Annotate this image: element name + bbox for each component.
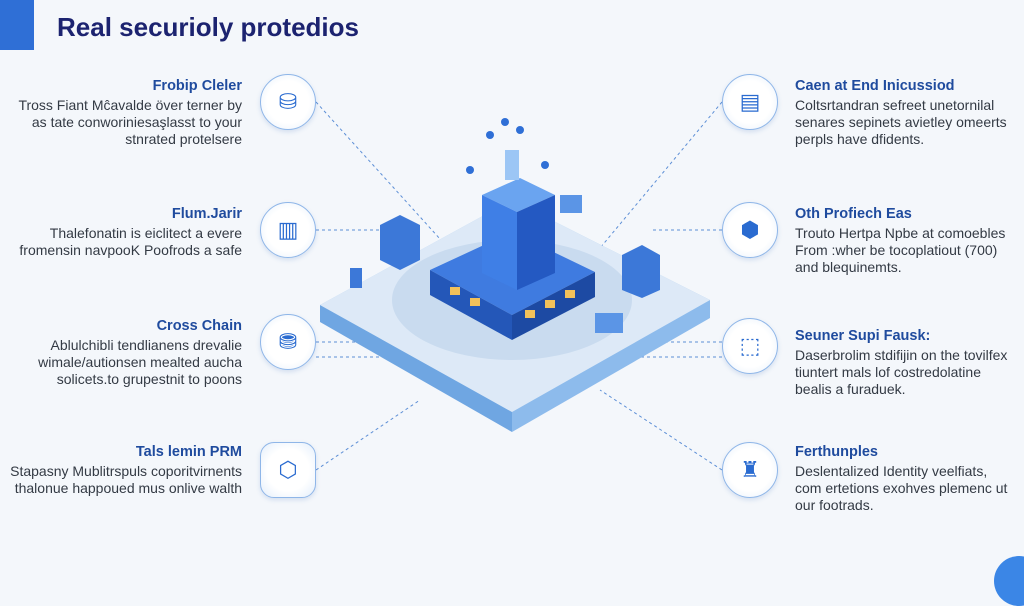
page-title: Real securioly protedios xyxy=(57,12,359,42)
item-title: Seuner Supi Fausk: xyxy=(795,328,931,344)
trophy-icon: ♜ xyxy=(722,442,778,498)
side-towers xyxy=(350,195,660,333)
accent-bar xyxy=(0,0,34,50)
server-icon: ▥ xyxy=(260,202,316,258)
connector-lines xyxy=(315,101,723,471)
item-title: Ferthunples xyxy=(795,444,878,460)
item-text: Coltsrtandran sefreet unetornilal senare… xyxy=(795,97,1007,147)
item-title: Cross Chain xyxy=(156,318,242,334)
database-icon: ⛁ xyxy=(260,74,316,130)
item-text: Daserbrolim stdifijin on the tovilfex ti… xyxy=(795,347,1008,397)
item-title: Oth Profiech Eas xyxy=(795,206,912,222)
hex-chip-icon: ⬢ xyxy=(722,202,778,258)
item-title: Frobip Cleler xyxy=(152,78,242,94)
item-text: Stapasny Mublitrspuls coporitvirnents th… xyxy=(10,463,242,496)
right-item-3: Seuner Supi Fausk: Daserbrolim stdifijin … xyxy=(795,328,1015,398)
item-title: Caen at End Inicussiod xyxy=(795,78,955,94)
left-item-4: Tals lemin PRM Stapasny Mublitrspuls copo… xyxy=(2,444,242,497)
coin-stack-icon: ⛃ xyxy=(260,314,316,370)
item-text: Thalefonatin is eiclitect a evere fromen… xyxy=(19,225,242,258)
item-title: Tals lemin PRM xyxy=(135,444,242,460)
central-building xyxy=(430,118,595,340)
diagram xyxy=(315,101,723,471)
item-title: Flum.Jarir xyxy=(171,206,242,222)
item-text: Tross Fiant Mĉavalde över terner by as t… xyxy=(18,97,242,147)
cube-icon: ⬚ xyxy=(722,318,778,374)
item-text: Deslentalized Identity veelfiats, com er… xyxy=(795,463,1008,513)
shield-building-icon: ⬡ xyxy=(260,442,316,498)
item-text: Ablulchibli tendlianens drevalie wimale/… xyxy=(38,337,242,387)
document-stack-icon: ▤ xyxy=(722,74,778,130)
item-text: Trouto Hertpa Npbe at comoebles From :wh… xyxy=(795,225,1006,275)
